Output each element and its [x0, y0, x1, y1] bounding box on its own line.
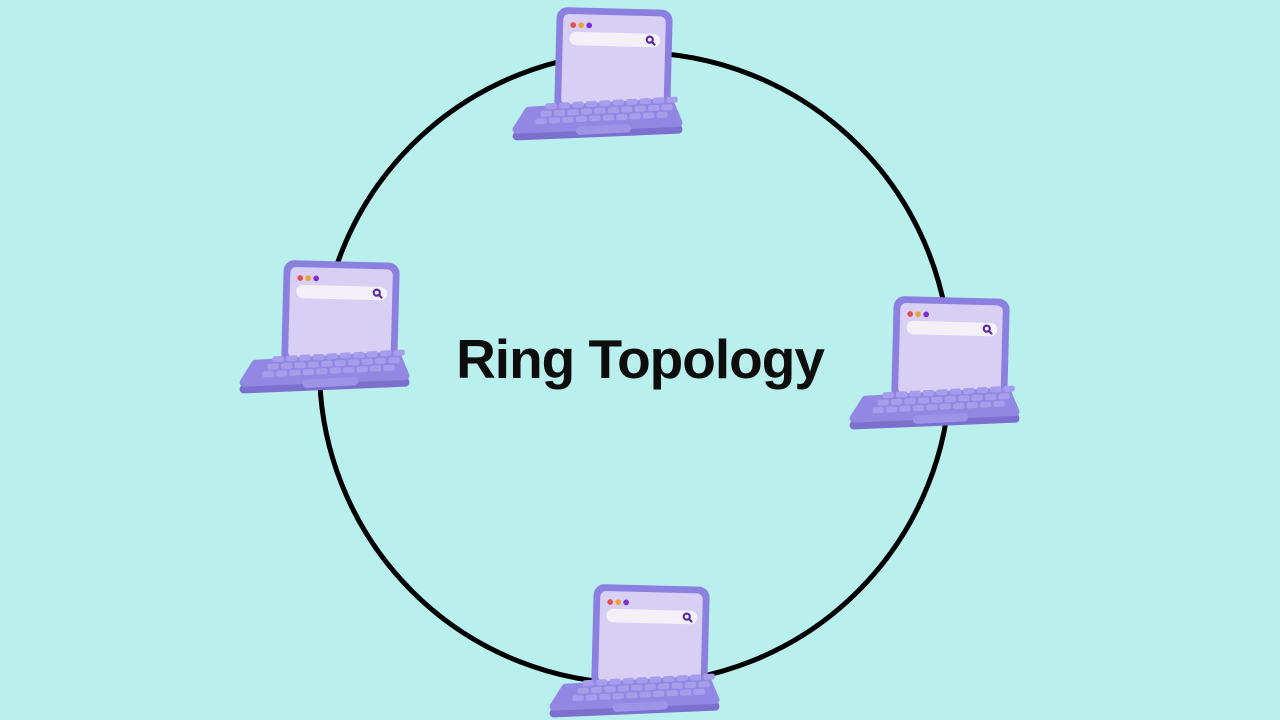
laptop-illustration: [542, 582, 727, 720]
laptop-illustration: [505, 5, 690, 148]
diagram-title: Ring Topology: [456, 328, 825, 390]
computer-node-top: [505, 5, 690, 148]
computer-node-bottom: [542, 582, 727, 720]
